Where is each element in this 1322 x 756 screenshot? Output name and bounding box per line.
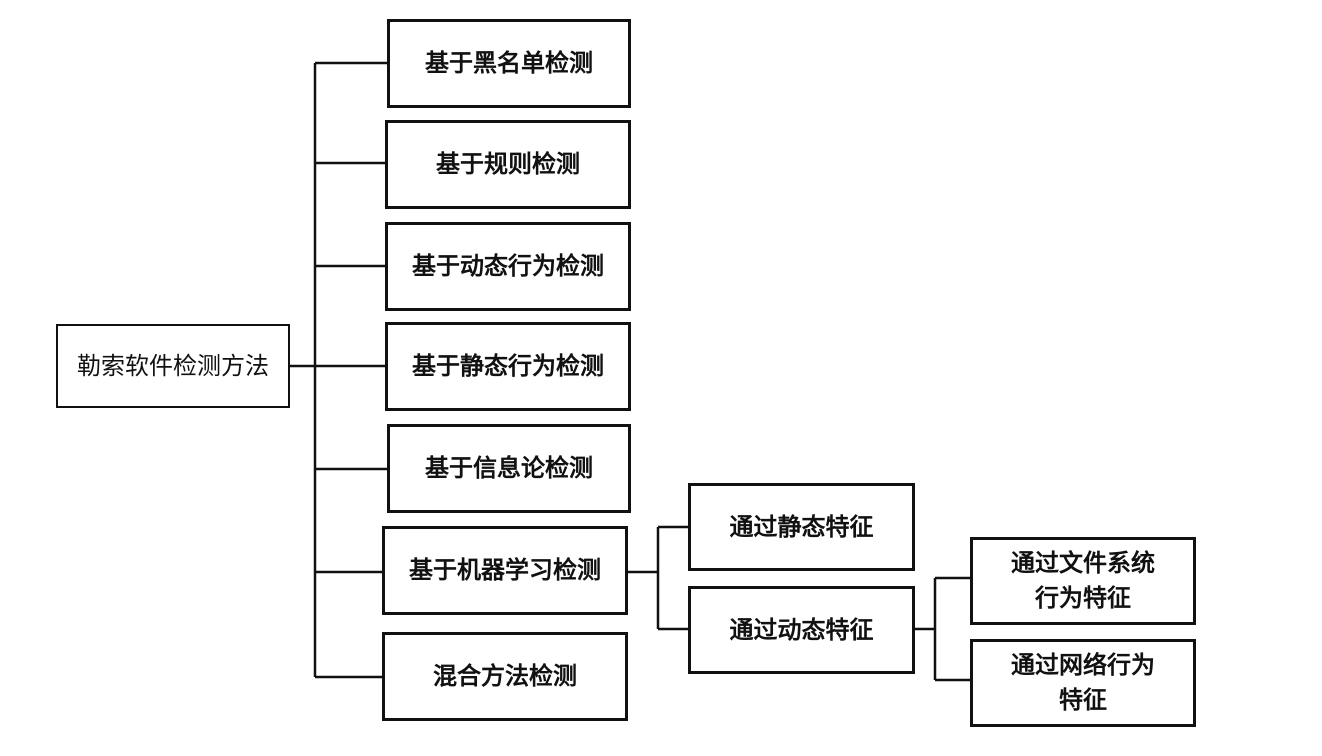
method-information-theory: 基于信息论检测	[387, 424, 631, 513]
feature-static: 通过静态特征	[688, 483, 915, 571]
feature-filesystem-behavior: 通过文件系统 行为特征	[970, 537, 1196, 625]
feature-dynamic: 通过动态特征	[688, 586, 915, 674]
method-machine-learning: 基于机器学习检测	[382, 526, 628, 615]
feature-network-behavior: 通过网络行为 特征	[970, 639, 1196, 727]
method-static-behavior: 基于静态行为检测	[385, 322, 631, 411]
method-rule: 基于规则检测	[385, 120, 631, 209]
method-blacklist: 基于黑名单检测	[387, 19, 631, 108]
method-hybrid: 混合方法检测	[382, 632, 628, 721]
method-dynamic-behavior: 基于动态行为检测	[385, 222, 631, 311]
root-node: 勒索软件检测方法	[56, 324, 290, 408]
